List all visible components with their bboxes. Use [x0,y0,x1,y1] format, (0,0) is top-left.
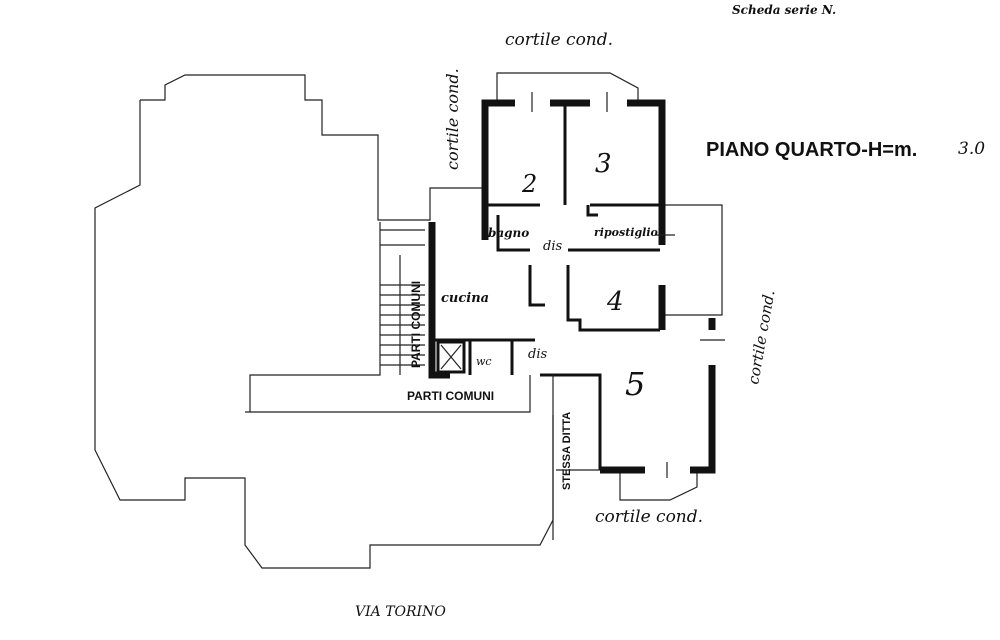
floor-title: PIANO QUARTO-H=m. [706,139,917,161]
cortile-top: cortile cond. [505,30,613,50]
room-wc: wc [476,355,492,368]
room-4: 4 [606,287,624,317]
balcony-bottom [619,470,698,501]
balcony-right [665,204,723,316]
exterior-wall [600,285,716,474]
exterior-wall [481,99,666,245]
stessa-ditta-label: STESSA DITTA [561,412,573,490]
staircase [380,229,425,375]
room-ripostiglio: ripostiglio [594,226,658,239]
floor-height-value: 3.0 [958,139,985,159]
parti-comuni-vertical: PARTI COMUNI [409,281,423,368]
room-cucina: cucina [441,291,489,306]
room-bagno: bagno [488,226,529,240]
room-2: 2 [521,170,537,198]
interior-walls [435,105,660,470]
parti-comuni-horizontal: PARTI COMUNI [407,389,494,403]
balcony-top [496,72,639,100]
room-dis: dis [543,239,562,254]
scheda-label: Scheda serie N. [732,3,836,17]
cortile-bottom: cortile cond. [595,507,703,527]
room-3: 3 [595,149,612,179]
room-dis-2: dis [528,347,547,362]
room-5: 5 [625,365,645,403]
elevator-icon [436,340,466,374]
building-outline [94,74,554,569]
window-marks [531,92,725,478]
cortile-right: cortile cond. [744,289,778,386]
stessa-ditta-outline [552,375,600,540]
exterior-wall [428,222,450,379]
street-label: VIA TORINO [355,604,446,620]
cortile-left: cortile cond. [443,68,462,170]
